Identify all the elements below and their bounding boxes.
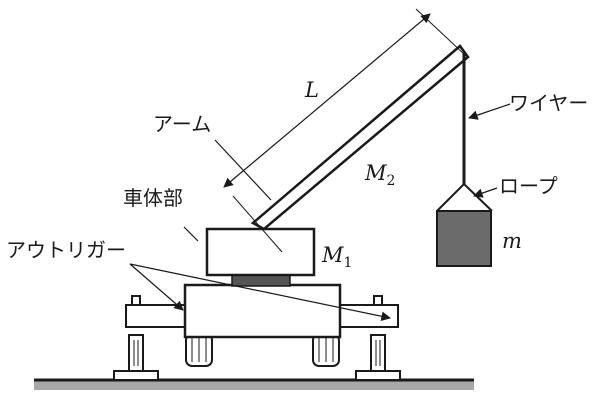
wire-leader (468, 103, 511, 120)
arm-leader (214, 139, 272, 201)
wheels (185, 333, 340, 367)
mass2-label: M2 (364, 161, 395, 189)
length-dimension-arrow (223, 13, 431, 188)
length-extension-top (415, 8, 466, 56)
outrigger-label: アウトリガー (6, 238, 126, 262)
length-extension-bottom (232, 195, 283, 253)
load-block (436, 210, 492, 267)
outrigger-beam-right (337, 304, 399, 328)
outrigger-right (355, 295, 401, 381)
outrigger-leader-left (129, 263, 184, 311)
rope (436, 182, 493, 212)
outrigger-leader-right (129, 263, 391, 321)
arm-label: アーム (153, 112, 211, 136)
body-leader (183, 226, 199, 242)
upper-body (205, 227, 316, 277)
rope-label: ロープ (499, 174, 558, 198)
ground (34, 380, 474, 390)
mass1-label: M1 (321, 243, 352, 271)
load-mass-label: m (502, 229, 522, 253)
outrigger-left (113, 295, 159, 381)
outrigger-beam-left (125, 304, 189, 328)
length-label: L (304, 78, 319, 102)
body-label: 車体部 (123, 186, 183, 210)
rope-leader (473, 187, 498, 198)
wire-label: ワイヤー (509, 91, 588, 115)
boom-arm (250, 44, 470, 231)
chassis (183, 283, 342, 339)
